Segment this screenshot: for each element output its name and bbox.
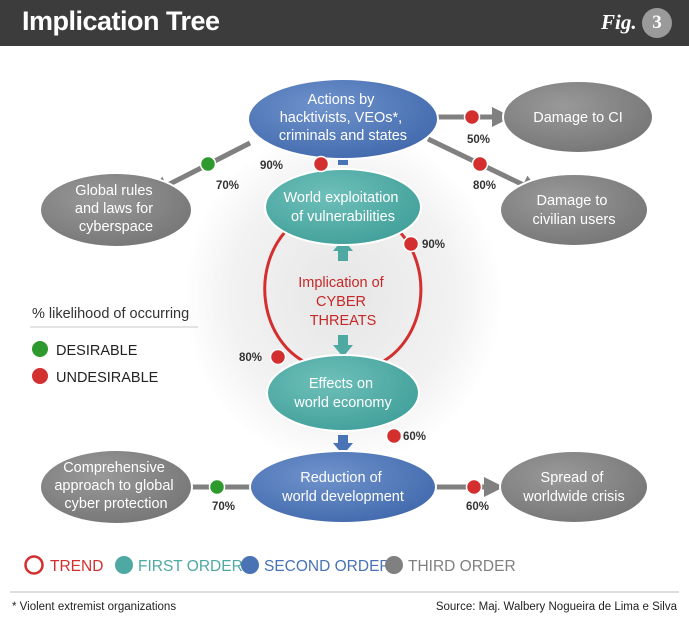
node-actions: Actions by hacktivists, VEOs*, criminals… <box>247 78 439 160</box>
pct-label: 70% <box>216 180 239 192</box>
node-actions-line-2: hacktivists, VEOs*, <box>280 110 402 126</box>
desirable-dot <box>208 478 226 496</box>
node-effects-economy: Effects on world economy <box>266 354 420 432</box>
undesirable-legend-dot <box>32 368 48 384</box>
likelihood-legend: % likelihood of occurring DESIRABLE UNDE… <box>30 306 198 386</box>
second-order-legend-dot <box>241 556 259 574</box>
undesirable-dot <box>465 478 483 496</box>
header-bar: Implication Tree Fig. 3 <box>0 0 689 46</box>
node-actions-line-3: criminals and states <box>279 128 407 144</box>
node-reduction-line-2: world development <box>281 489 404 505</box>
legend-first-order: FIRST ORDER <box>138 558 243 575</box>
node-actions-line-1: Actions by <box>308 92 376 108</box>
diagram-panel: Actions by hacktivists, VEOs*, criminals… <box>10 47 679 585</box>
pct-label: 60% <box>466 501 489 513</box>
svg-text:Actions by hacktivis: Actions by hacktivists, VEOs*, criminals… <box>279 92 407 144</box>
source-credit: Source: Maj. Walbery Nogueira de Lima e … <box>436 601 678 613</box>
node-spread-crisis-line-2: worldwide crisis <box>522 489 625 505</box>
footnote: * Violent extremist organizations <box>12 601 176 613</box>
node-damage-ci-line-1: Damage to CI <box>533 110 622 126</box>
node-world-exploitation: World exploitation of vulnerabilities <box>264 168 422 246</box>
undesirable-dot <box>312 155 330 173</box>
undesirable-dot <box>385 427 403 445</box>
trend-legend-ring <box>24 555 44 575</box>
legend-undesirable: UNDESIRABLE <box>56 370 159 386</box>
node-damage-civilian-line-1: Damage to <box>537 193 608 209</box>
node-global-rules: Global rules and laws for cyberspace <box>39 172 193 248</box>
likelihood-global-rules: 70% <box>199 155 239 192</box>
desirable-dot <box>199 155 217 173</box>
node-global-rules-line-2: and laws for <box>75 201 153 217</box>
svg-text:World exploitation o: World exploitation of vulnerabilities <box>283 190 402 225</box>
trend-arc-left <box>263 231 306 364</box>
pct-label: 80% <box>473 180 496 192</box>
undesirable-dot <box>463 108 481 126</box>
third-order-legend-dot <box>385 556 403 574</box>
node-effects-economy-line-2: world economy <box>293 395 392 411</box>
likelihood-legend-title: % likelihood of occurring <box>32 306 189 322</box>
likelihood-reduction-development: 60% <box>385 427 426 445</box>
node-comprehensive-line-2: approach to global <box>54 478 173 494</box>
node-reduction-line-1: Reduction of <box>300 470 382 486</box>
pct-label: 50% <box>467 134 490 146</box>
likelihood-comprehensive: 70% <box>208 478 235 513</box>
pct-label: 60% <box>403 431 426 443</box>
node-damage-ci: Damage to CI <box>502 80 654 154</box>
svg-text:Spread of worldwide: Spread of worldwide crisis <box>522 470 625 505</box>
node-comprehensive-line-3: cyber protection <box>64 496 167 512</box>
center-line-3: THREATS <box>310 313 377 329</box>
center-line-2: CYBER <box>316 294 366 310</box>
footer: * Violent extremist organizations Source… <box>10 591 679 613</box>
background-glow <box>183 127 503 467</box>
svg-text:Reduction of world d: Reduction of world development <box>281 470 404 505</box>
undesirable-dot <box>471 155 489 173</box>
likelihood-trend-left: 80% <box>239 348 287 366</box>
desirable-legend-dot <box>32 341 48 357</box>
node-effects-economy-line-1: Effects on <box>309 376 373 392</box>
svg-text:Damage to civilian u: Damage to civilian users <box>533 193 616 228</box>
node-damage-civilian: Damage to civilian users <box>499 173 649 247</box>
likelihood-spread-crisis: 60% <box>465 478 489 513</box>
node-spread-crisis: Spread of worldwide crisis <box>499 450 649 524</box>
svg-text:Comprehensive approa: Comprehensive approach to global cyber p… <box>54 460 177 512</box>
node-global-rules-line-3: cyberspace <box>79 219 153 235</box>
center-line-1: Implication of <box>298 275 384 291</box>
svg-text:Damage to CI: Damage to CI <box>533 110 622 126</box>
likelihood-damage-ci: 50% <box>463 108 490 146</box>
node-comprehensive: Comprehensive approach to global cyber p… <box>39 449 193 525</box>
node-spread-crisis-line-1: Spread of <box>541 470 605 486</box>
svg-text:Effects on world eco: Effects on world economy <box>293 376 392 411</box>
undesirable-dot <box>402 235 420 253</box>
node-comprehensive-line-1: Comprehensive <box>63 460 165 476</box>
node-global-rules-line-1: Global rules <box>75 183 152 199</box>
implication-tree-diagram: Actions by hacktivists, VEOs*, criminals… <box>24 78 654 575</box>
legend-second-order: SECOND ORDER <box>264 558 391 575</box>
svg-text:Global rules and law: Global rules and laws for cyberspace <box>75 183 157 235</box>
undesirable-dot <box>269 348 287 366</box>
likelihood-actions-from-exploitation: 90% <box>260 155 330 173</box>
likelihood-damage-civilian: 80% <box>471 155 496 192</box>
arrow-center-to-effects <box>333 335 353 357</box>
legend-trend: TREND <box>50 558 103 575</box>
node-reduction-development: Reduction of world development <box>249 450 437 524</box>
node-world-exploitation-line-2: of vulnerabilities <box>291 209 395 225</box>
pct-label: 90% <box>260 160 283 172</box>
figure-title: Implication Tree <box>22 6 220 36</box>
fig-number-badge: 3 <box>642 8 672 38</box>
pct-label: 80% <box>239 352 262 364</box>
first-order-legend-dot <box>115 556 133 574</box>
legend-third-order: THIRD ORDER <box>408 558 516 575</box>
likelihood-trend-right: 90% <box>402 235 445 253</box>
legend-desirable: DESIRABLE <box>56 343 138 359</box>
node-damage-civilian-line-2: civilian users <box>533 212 616 228</box>
svg-text:Implication of CYBER: Implication of CYBER THREATS <box>298 275 387 329</box>
center-implication: Implication of CYBER THREATS <box>298 275 387 329</box>
pct-label: 90% <box>422 239 445 251</box>
order-legend: TREND FIRST ORDER SECOND ORDER THIRD ORD… <box>24 555 516 575</box>
fig-label: Fig. <box>601 10 637 34</box>
arrow-effects-to-reduction <box>333 435 353 455</box>
pct-label: 70% <box>212 501 235 513</box>
node-world-exploitation-line-1: World exploitation <box>283 190 398 206</box>
